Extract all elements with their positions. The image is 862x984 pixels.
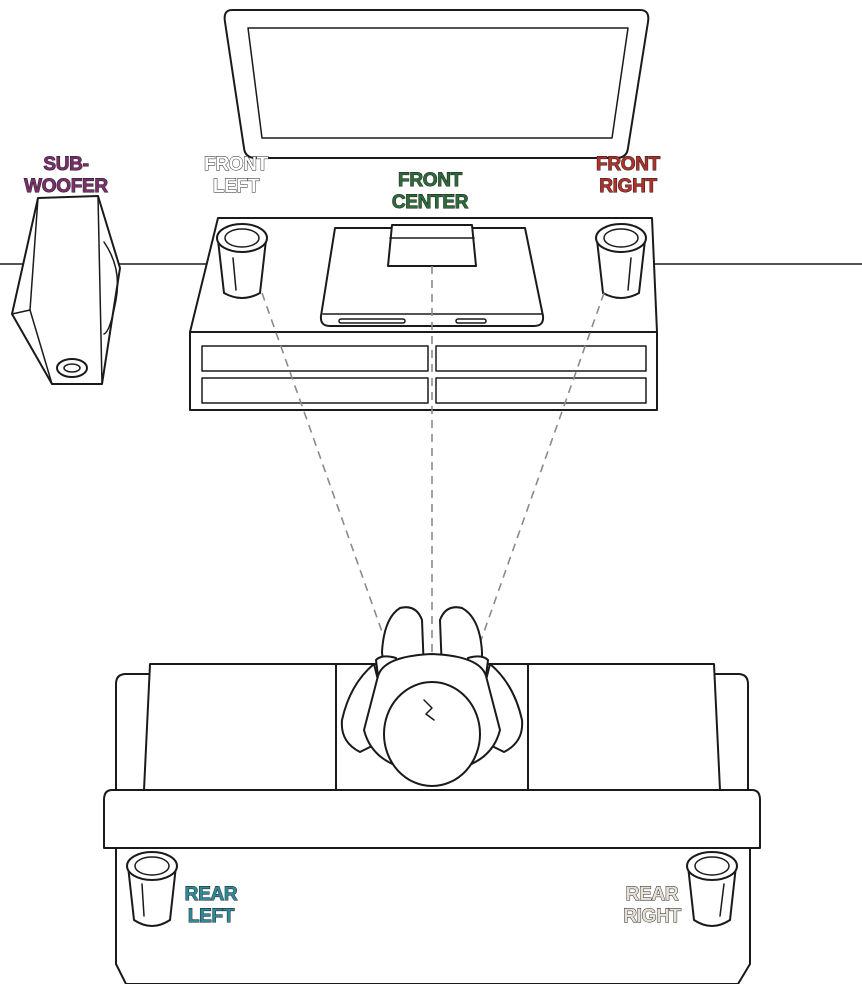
sofa — [103, 663, 761, 984]
front-left-label-line2: LEFT — [213, 176, 260, 197]
rear-left-label-line2: LEFT — [188, 906, 235, 927]
rear-right-label-line2: RIGHT — [623, 906, 681, 927]
front-left-label-line1: FRONT — [204, 154, 269, 175]
rear-right-label-line1: REAR — [626, 884, 679, 905]
front-right-label-line1: FRONT — [596, 154, 661, 175]
label-front-right: FRONT RIGHT — [596, 154, 662, 198]
rear-left-label-line1: REAR — [185, 884, 238, 905]
front-center-label-line2: CENTER — [392, 192, 469, 213]
front-left-speaker — [216, 223, 268, 299]
subwoofer — [11, 195, 121, 385]
rear-left-speaker — [126, 851, 178, 927]
label-subwoofer: SUB- WOOFER — [24, 154, 109, 198]
person-listener — [340, 606, 524, 787]
label-front-center: FRONT CENTER — [391, 170, 469, 214]
label-rear-right: REAR RIGHT — [623, 884, 683, 928]
label-front-left: FRONT LEFT — [204, 154, 270, 198]
front-center-speaker — [387, 224, 477, 267]
receiver-base — [319, 227, 545, 327]
television — [223, 9, 650, 159]
subwoofer-label-line1: SUB- — [43, 154, 88, 175]
rear-right-speaker — [686, 851, 738, 927]
front-right-speaker — [595, 223, 647, 299]
front-right-label-line2: RIGHT — [599, 176, 657, 197]
subwoofer-label-line2: WOOFER — [24, 176, 108, 197]
front-center-label-line1: FRONT — [398, 170, 463, 191]
label-rear-left: REAR LEFT — [184, 884, 238, 928]
